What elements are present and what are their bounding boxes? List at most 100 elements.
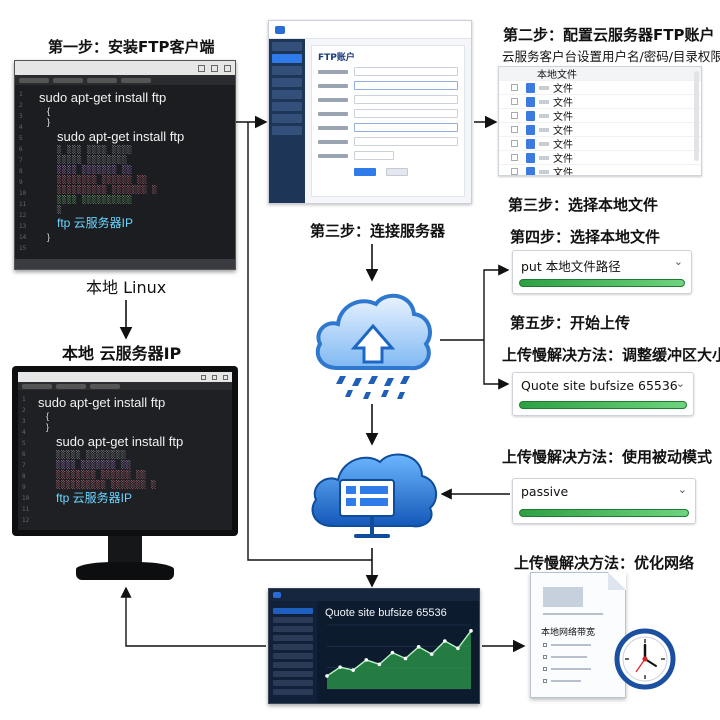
upload-speed-dashboard: Quote site bufsize 65536 [268,588,480,704]
sidebar-item[interactable] [273,653,313,659]
file-row[interactable]: 文件 [499,123,701,137]
step4-heading: 第四步：选择本地文件 [510,228,661,246]
ftp-field[interactable] [354,137,458,146]
sidebar-item[interactable] [273,644,313,650]
fix-buffer-heading: 上传慢解决方法：调整缓冲区大小 [502,346,720,364]
ftp-radio-group[interactable] [354,151,394,160]
garbled-line: ░░░░ ░░░░░░░░░░ [57,195,133,204]
sidebar-item[interactable] [272,114,302,123]
sidebar-item[interactable] [273,617,313,623]
step3-select-heading: 第三步：选择本地文件 [508,196,659,214]
terminal-line: } [46,422,50,432]
chart-point[interactable] [351,668,355,672]
file-row[interactable]: 文件 [499,151,701,165]
file-icon [526,138,535,149]
terminal-line: } [47,117,51,127]
file-name: 文件 [553,112,573,123]
step3-connect-heading: 第三步：连接服务器 [310,222,446,240]
step1-heading: 第一步：安装FTP客户端 [48,38,215,56]
upload-speed-chart [325,624,473,690]
terminal-line: { [47,106,51,116]
file-icon [526,152,535,163]
ftp-select[interactable] [354,81,458,90]
file-name: 文件 [553,154,573,165]
ftp-cancel-button[interactable] [386,168,408,176]
garbled-line: ░░░░ ░░░░░░░ ░░ [57,165,133,174]
sidebar-item-active[interactable] [272,54,302,63]
ftp-select[interactable] [354,123,458,132]
passive-command-box[interactable]: passive ⌄ [512,478,696,524]
chart-point[interactable] [338,665,342,669]
put-command-box[interactable]: put 本地文件路径 ⌄ [512,250,692,294]
garbled-line: ░░░░░░░░░░ ░░░░░░░ ░ [57,185,158,194]
file-row[interactable]: 文件 [499,109,701,123]
file-list-scrollbar[interactable] [694,71,699,161]
sidebar-item[interactable] [273,680,313,686]
chart-point[interactable] [377,662,382,667]
chart-point[interactable] [443,639,447,643]
garbled-line: ░░░░░░░░ ░░░░░░ ░░ [56,470,147,479]
local-linux-label: 本地 Linux [86,278,167,297]
chart-area [327,630,471,689]
monitor-neck [108,536,142,564]
chevron-down-icon[interactable]: ⌄ [677,483,687,496]
chevron-down-icon[interactable]: ⌄ [673,255,683,268]
terminal-titlebar [15,61,235,75]
ftp-panel-header [269,21,471,39]
chart-point[interactable] [469,629,473,633]
step2-subtitle: 云服务客户台设置用户名/密码/目录权限 [502,49,720,64]
file-name: 文件 [553,84,573,95]
cloud-server-icon [311,453,438,538]
chart-point[interactable] [456,646,460,651]
sidebar-item[interactable] [272,66,302,75]
file-row[interactable]: 文件 [499,165,701,176]
ftp-field[interactable] [354,67,458,76]
file-icon [526,96,535,107]
chart-point[interactable] [390,650,395,655]
sidebar-item[interactable] [273,689,313,695]
file-row[interactable]: 文件 [499,95,701,109]
bufsize-command-box[interactable]: Quote site bufsize 65536 ⌄ [512,372,694,416]
window-controls[interactable] [198,64,231,72]
chevron-down-icon[interactable]: ⌄ [675,377,685,390]
chart-point[interactable] [364,658,369,662]
sidebar-item[interactable] [272,42,302,51]
network-bandwidth-label: 本地网络带宽 [541,628,596,638]
sidebar-item[interactable] [272,102,302,111]
file-name: 文件 [553,168,573,176]
file-name: 文件 [553,126,573,137]
chart-point[interactable] [403,656,408,661]
sidebar-item[interactable] [273,635,313,641]
sidebar-item[interactable] [272,78,302,87]
arrow-cloud-to-bufsize [483,340,510,390]
chart-point[interactable] [429,652,434,656]
monitor-base [76,562,174,580]
chart-point[interactable] [416,645,421,649]
window-controls[interactable] [201,374,228,380]
monitor-terminal-tabs [18,382,232,390]
cloud-logo-icon [275,25,285,34]
garbled-line: ░░░░░ ░░░░░░░░ [57,155,128,164]
chart-point[interactable] [325,674,329,678]
bufsize-progress-bar [519,401,687,409]
sidebar-item-active[interactable] [273,608,313,614]
sidebar-item[interactable] [273,671,313,677]
ftp-field[interactable] [354,109,458,118]
sidebar-item[interactable] [273,626,313,632]
ftp-confirm-button[interactable] [354,168,376,176]
passive-progress-bar [519,509,689,517]
file-row[interactable]: 文件 [499,137,701,151]
file-name: 文件 [553,98,573,109]
file-row[interactable]: 文件 [499,81,701,95]
upload-cloud-icon [315,293,432,399]
ftp-field[interactable] [354,95,458,104]
sidebar-item[interactable] [273,662,313,668]
sidebar-item[interactable] [272,126,302,135]
document-image-placeholder [543,587,583,607]
sidebar-item[interactable] [272,90,302,99]
